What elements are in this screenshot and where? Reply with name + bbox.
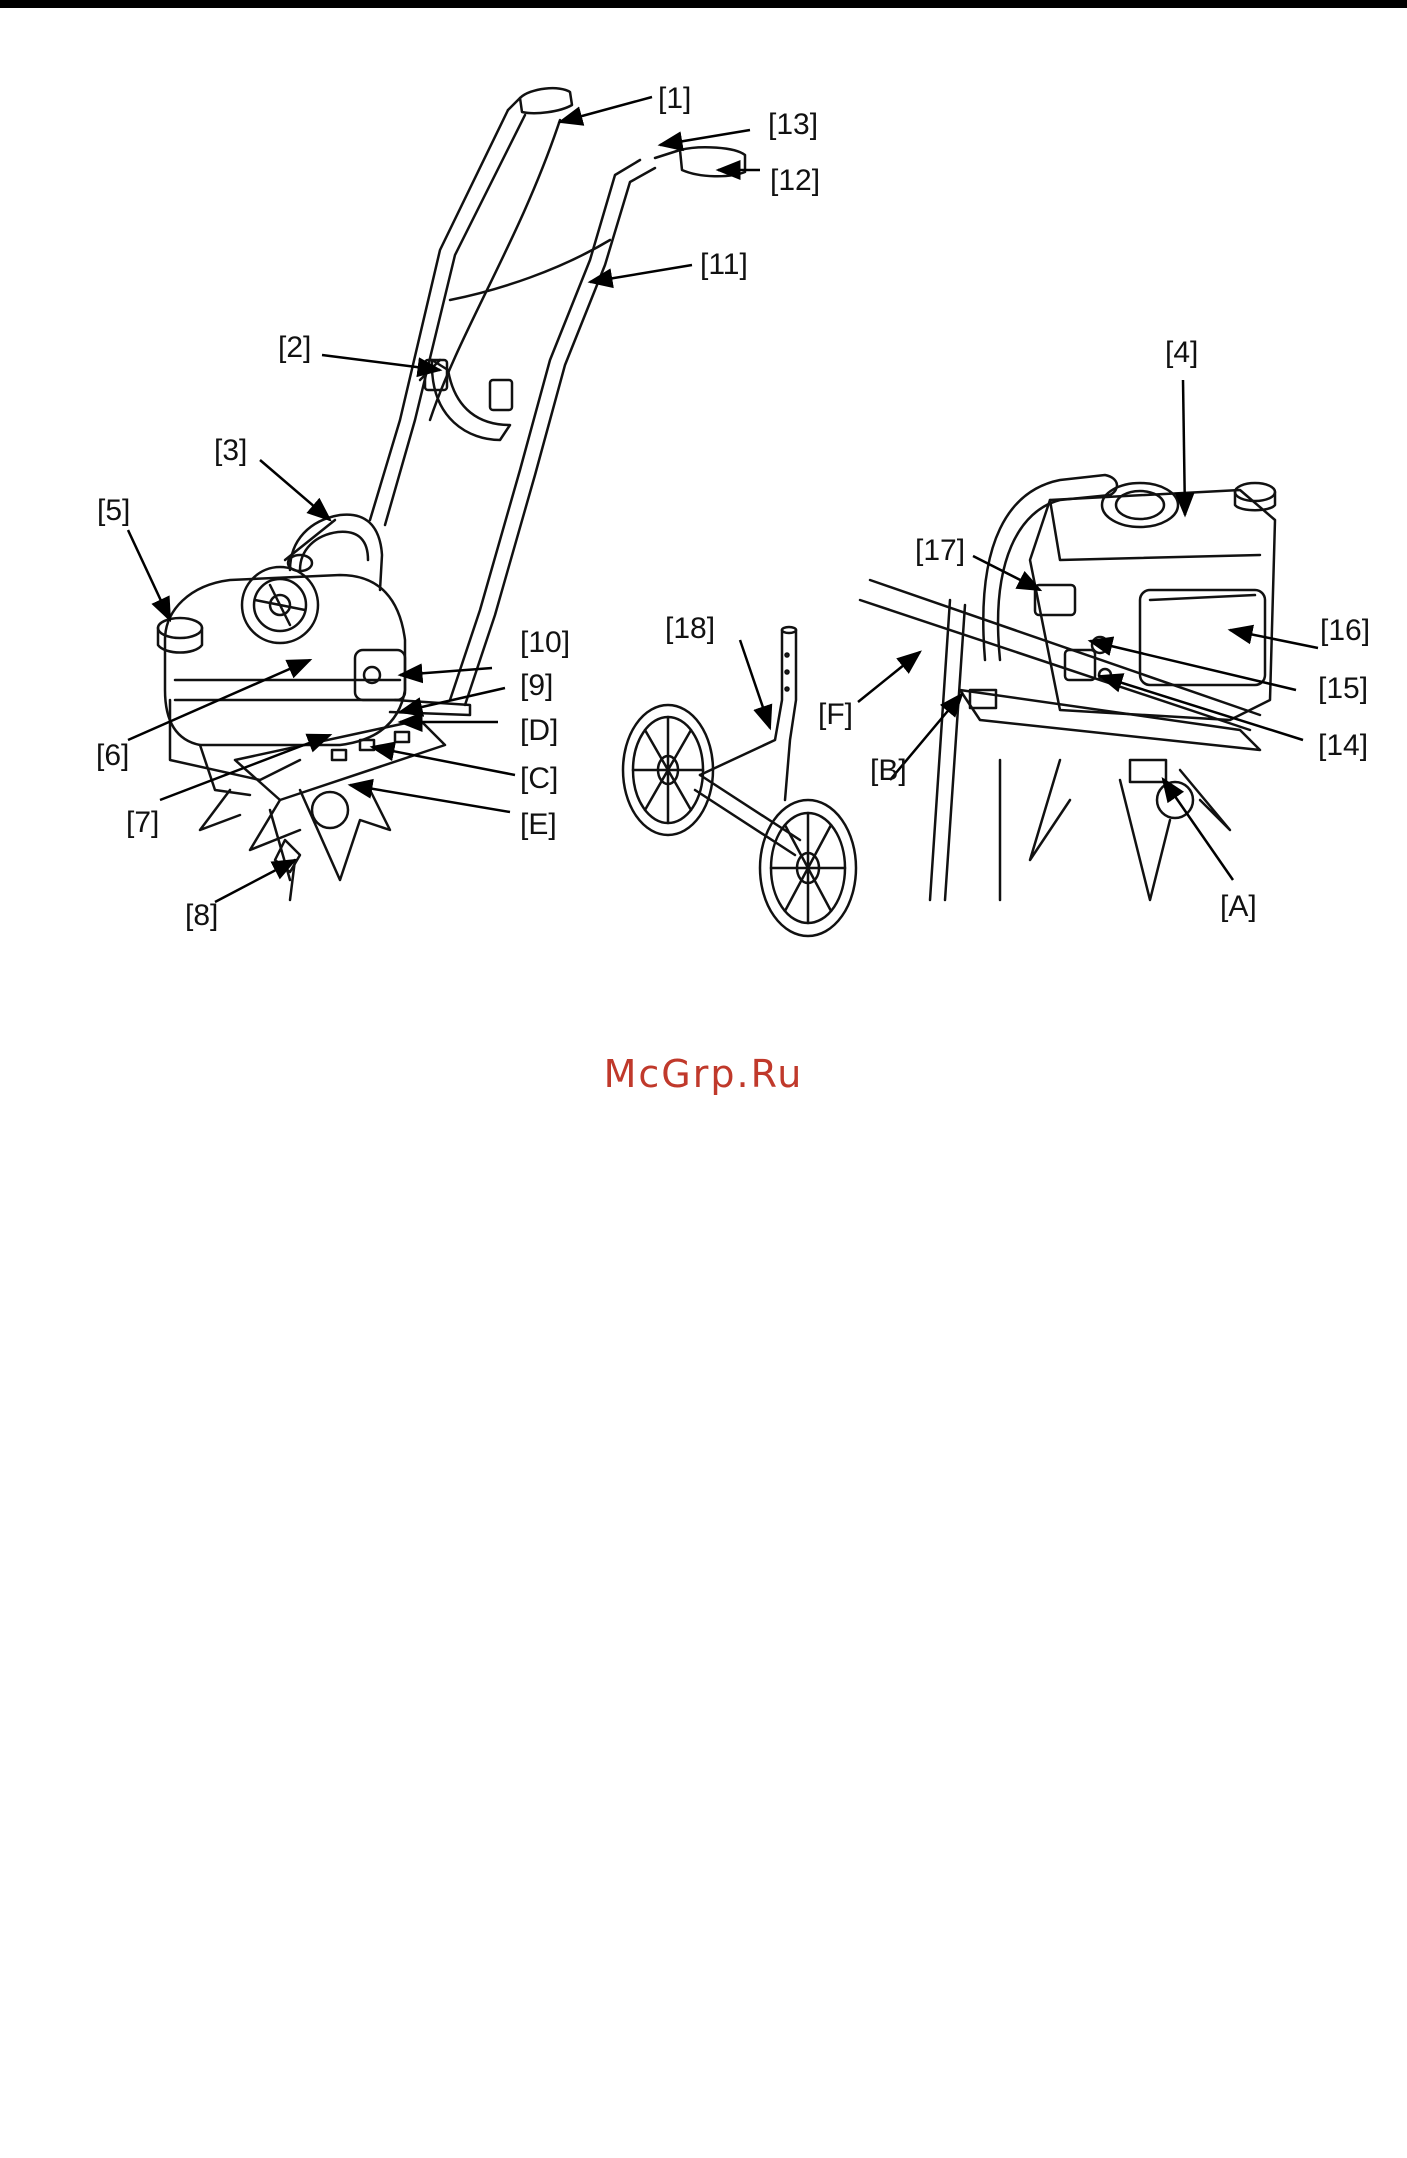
watermark: McGrp.Ru: [0, 1052, 1407, 1096]
label-15: [15]: [1318, 672, 1368, 705]
label-14: [14]: [1318, 729, 1368, 762]
label-4: [4]: [1165, 336, 1198, 369]
label-18: [18]: [665, 612, 715, 645]
label-D: [D]: [520, 714, 558, 747]
label-11: [11]: [700, 248, 748, 281]
label-13: [13]: [768, 108, 818, 141]
label-16: [16]: [1320, 614, 1370, 647]
label-F: [F]: [818, 698, 853, 731]
label-5: [5]: [97, 494, 130, 527]
label-9: [9]: [520, 669, 553, 702]
transport-wheels-illustration: [623, 627, 856, 936]
label-17: [17]: [915, 534, 965, 567]
label-1: [1]: [658, 82, 691, 115]
tiller-illustration: [158, 88, 745, 900]
label-8: [8]: [185, 899, 218, 932]
label-2: [2]: [278, 331, 311, 364]
label-12: [12]: [770, 164, 820, 197]
label-E: [E]: [520, 808, 557, 841]
label-6: [6]: [96, 739, 129, 772]
tiller-parts-diagram: [1] [13] [12] [11] [2] [3] [5] [4] [17] …: [0, 0, 1407, 960]
label-7: [7]: [126, 806, 159, 839]
label-C: [C]: [520, 762, 558, 795]
label-10: [10]: [520, 626, 570, 659]
label-B: [B]: [870, 754, 907, 787]
label-A: [A]: [1220, 890, 1257, 923]
label-3: [3]: [214, 434, 247, 467]
